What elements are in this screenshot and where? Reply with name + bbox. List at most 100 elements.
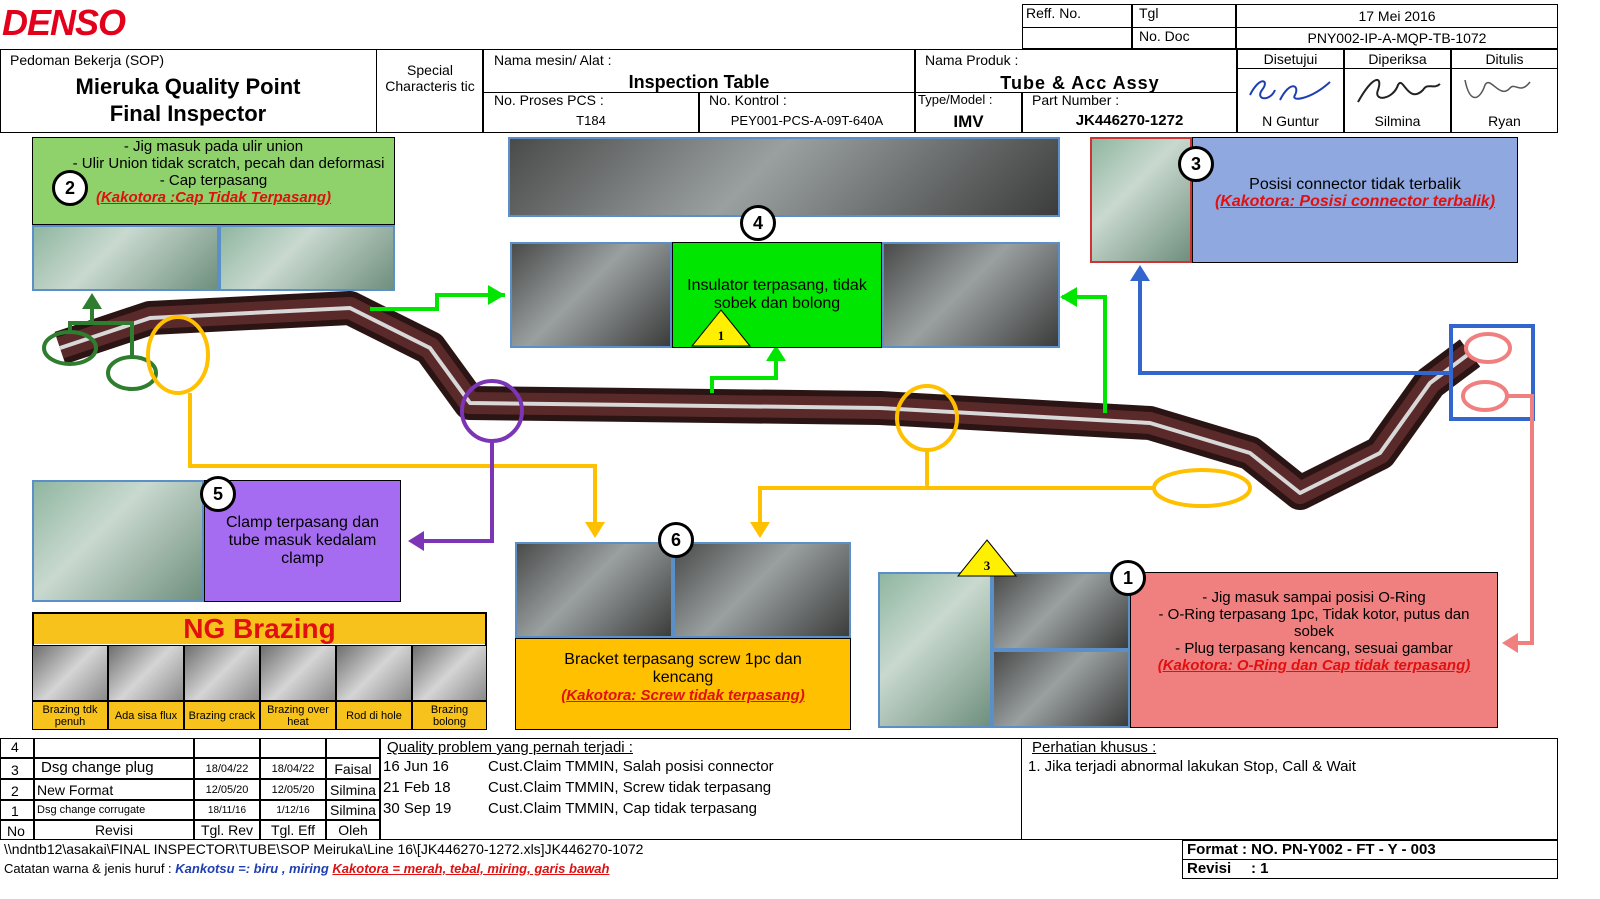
- point-1-line3: - Plug terpasang kencang, sesuai gambar: [1175, 640, 1453, 657]
- rev-tgl-rev: 12/05/20: [194, 779, 260, 800]
- point-4-text: Insulator terpasang, tidak sobek dan bol…: [672, 242, 882, 348]
- ng-image-3: [184, 645, 260, 701]
- ng-brazing-labels: Brazing tdk penuh Ada sisa flux Brazing …: [32, 701, 488, 730]
- rev-tgl-rev: [194, 738, 260, 758]
- quality-text: Cust.Claim TMMIN, Screw tidak terpasang: [488, 779, 772, 796]
- ng-brazing-title: NG Brazing: [34, 613, 485, 644]
- revisi-cell: Revisi : 1: [1182, 859, 1558, 879]
- point-6-kakotora: (Kakotora: Screw tidak terpasang): [561, 687, 805, 704]
- no-kontrol-cell: [699, 92, 915, 133]
- revision-table: 4 3 Dsg change plug 18/04/22 18/04/22 Fa…: [0, 738, 380, 840]
- revisi-value: : 1: [1251, 860, 1269, 877]
- signature-guntur: [1249, 80, 1331, 101]
- ng-image-5: [336, 645, 412, 701]
- quality-problem-cell: [380, 738, 1022, 840]
- point-1-box: - Jig masuk sampai posisi O-Ring - O-Rin…: [1130, 572, 1498, 728]
- point-2-line1: - Jig masuk pada ulir union: [123, 138, 304, 155]
- rev-header: Tgl. Eff: [260, 820, 326, 840]
- rev-text: [34, 738, 194, 758]
- point-2-photo-left: [32, 225, 219, 291]
- point-2-box: - Jig masuk pada ulir union - Ulir Union…: [32, 137, 395, 225]
- ng-label: Brazing over heat: [260, 701, 336, 730]
- quality-row: 30 Sep 19 Cust.Claim TMMIN, Cap tidak ter…: [383, 800, 757, 817]
- no-kontrol-label: No. Kontrol :: [709, 92, 787, 108]
- point-5-number: 5: [200, 476, 236, 512]
- no-doc-label-cell: No. Doc: [1132, 27, 1236, 49]
- ng-label: Brazing bolong: [412, 701, 488, 730]
- ng-label: Rod di hole: [336, 701, 412, 730]
- rev-tgl-rev: 18/04/22: [194, 758, 260, 779]
- ng-label: Brazing tdk penuh: [32, 701, 108, 730]
- rev-text: Dsg change plug: [34, 758, 194, 779]
- point-1-kakotora: (Kakotora: O-Ring dan Cap tidak terpasan…: [1157, 657, 1471, 674]
- type-model-label: Type/Model :: [918, 92, 993, 107]
- ng-brazing-images: [32, 645, 488, 701]
- disetujui-name: N Guntur: [1262, 113, 1319, 129]
- signature-ryan: [1464, 79, 1531, 99]
- perhatian-title: Perhatian khusus :: [1032, 739, 1157, 756]
- point-6-text: Bracket terpasang screw 1pc dan kencang: [564, 651, 802, 686]
- nama-mesin-label: Nama mesin/ Alat :: [494, 52, 612, 68]
- ng-label: Brazing crack: [184, 701, 260, 730]
- rev-tgl-eff: 1/12/16: [260, 800, 326, 820]
- revision-row: 3 Dsg change plug 18/04/22 18/04/22 Fais…: [0, 758, 380, 779]
- rev-header: No: [0, 820, 34, 840]
- rev-oleh: Faisal: [326, 758, 380, 779]
- diperiksa-label: Diperiksa: [1344, 49, 1451, 69]
- quality-title: Quality problem yang pernah terjadi :: [387, 739, 633, 756]
- kankotsu-legend: Kankotsu =: biru , miring: [175, 861, 329, 876]
- point-1-number: 1: [1110, 560, 1146, 596]
- rev-header: Revisi: [34, 820, 194, 840]
- point-1-triangle-icon: [956, 539, 1018, 577]
- rev-no: 2: [0, 779, 34, 800]
- special-char-label: Special Characteris tic: [385, 62, 475, 94]
- catatan-label: Catatan warna & jenis huruf :: [4, 861, 172, 876]
- type-model-value: IMV: [953, 112, 984, 131]
- point-1-line1: - Jig masuk sampai posisi O-Ring: [1202, 589, 1426, 606]
- special-char-cell: [376, 49, 483, 133]
- point-2-kakotora: (Kakotora :Cap Tidak Terpasang): [95, 189, 332, 206]
- quality-row: 21 Feb 18 Cust.Claim TMMIN, Screw tidak t…: [383, 779, 771, 796]
- rev-tgl-eff: [260, 738, 326, 758]
- rev-no: 1: [0, 800, 34, 820]
- point-3-number: 3: [1178, 146, 1214, 182]
- tube-diagram: [42, 265, 1535, 653]
- point-4-triangle-label: 1: [717, 328, 725, 343]
- quality-text: Cust.Claim TMMIN, Salah posisi connector: [488, 758, 774, 775]
- rev-oleh: [326, 738, 380, 758]
- point-3-photo: [1090, 137, 1192, 263]
- nama-mesin-value: Inspection Table: [628, 71, 770, 92]
- quality-date: 21 Feb 18: [383, 779, 451, 796]
- point-2-number: 2: [52, 170, 88, 206]
- nama-produk-value: Tube & Acc Assy: [1000, 72, 1160, 93]
- rev-no: 4: [0, 738, 34, 758]
- point-4-triangle-icon: [690, 309, 752, 347]
- disetujui-label: Disetujui: [1237, 49, 1344, 69]
- ditulis-name: Ryan: [1488, 113, 1521, 129]
- revision-row: 2 New Format 12/05/20 12/05/20 Silmina: [0, 779, 380, 800]
- point-3-kakotora: (Kakotora: Posisi connector terbalik): [1214, 193, 1496, 210]
- ng-image-2: [108, 645, 184, 701]
- rev-header: Oleh: [326, 820, 380, 840]
- ng-label: Ada sisa flux: [108, 701, 184, 730]
- rev-tgl-eff: 18/04/22: [260, 758, 326, 779]
- point-2-line3: - Cap terpasang: [159, 172, 268, 189]
- rev-tgl-eff: 12/05/20: [260, 779, 326, 800]
- denso-logo: DENSO: [2, 2, 126, 43]
- part-number-cell: [1022, 92, 1237, 133]
- no-proses-value: T184: [576, 112, 606, 128]
- ng-image-6: [412, 645, 488, 701]
- quality-text: Cust.Claim TMMIN, Cap tidak terpasang: [488, 800, 757, 817]
- ditulis-sign-cell: [1451, 68, 1558, 133]
- point-2-line2: - Ulir Union tidak scratch, pecah dan de…: [72, 155, 385, 172]
- revision-header-row: No Revisi Tgl. Rev Tgl. Eff Oleh: [0, 820, 380, 840]
- perhatian-text: 1. Jika terjadi abnormal lakukan Stop, C…: [1028, 758, 1356, 775]
- no-doc-value: PNY002-IP-A-MQP-TB-1072: [1236, 27, 1558, 49]
- point-4-photo-top: [508, 137, 1060, 217]
- no-proses-label: No. Proses PCS :: [494, 92, 604, 108]
- quality-date: 30 Sep 19: [383, 800, 452, 817]
- tgl-value: 17 Mei 2016: [1236, 4, 1558, 28]
- point-2-photo-right: [219, 225, 395, 291]
- type-model-cell: [915, 92, 1022, 133]
